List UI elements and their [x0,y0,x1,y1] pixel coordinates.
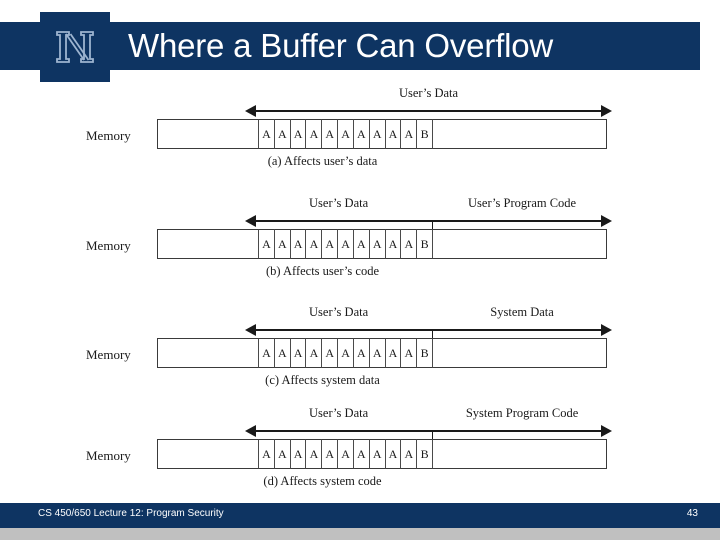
buffer-cell: A [368,229,386,259]
buffer-cell: B [416,119,434,149]
buffer-cell: A [352,338,370,368]
buffer-cell: A [321,119,339,149]
span-arrow-c [245,322,612,344]
region-label-c-0: User’s Data [309,305,369,319]
buffer-cell: A [258,439,275,469]
arrow-head-right-icon [601,425,612,437]
buffer-cell: A [305,338,323,368]
buffer-cell: A [321,338,339,368]
panel-caption-text: (b) Affects user’s code [265,264,380,278]
region-label-a-0: User’s Data [398,86,459,100]
buffer-cell: A [368,119,386,149]
buffer-cell: A [384,119,402,149]
memory-row-label-d: Memory [86,448,131,463]
span-arrow-b [245,213,612,235]
panel-caption-c: (c) Affects system data [0,373,720,388]
buffer-cell: A [400,119,418,149]
memory-row-label-a: Memory [86,128,131,143]
arrow-head-left-icon [245,105,256,117]
buffer-cell: A [368,338,386,368]
region-label-b-0: User’s Data [309,196,369,210]
panel-caption-d: (d) Affects system code [0,474,720,489]
panel-caption-text: (a) Affects user’s data [267,154,378,168]
buffer-cell: A [400,229,418,259]
buffer-cell: A [400,338,418,368]
buffer-cell: A [400,439,418,469]
region-divider-tick [432,221,434,235]
arrow-head-left-icon [245,215,256,227]
buffer-cell: A [368,439,386,469]
buffer-cell: A [384,439,402,469]
buffer-cell: A [321,229,339,259]
region-label-d-0: User’s Data [309,406,369,420]
memory-row-label-b: Memory [86,238,131,253]
panel-caption-text: (d) Affects system code [263,474,382,488]
buffer-cell: B [416,439,434,469]
buffer-cell: A [305,119,323,149]
buffer-cell: A [289,439,307,469]
region-divider-tick [432,330,434,344]
buffer-cell: A [337,338,355,368]
arrow-line [254,220,603,222]
buffer-cell: A [289,338,307,368]
memory-row-label-c: Memory [86,347,131,362]
arrow-head-right-icon [601,215,612,227]
buffer-cell: A [273,229,291,259]
buffer-cell: A [321,439,339,469]
buffer-cell: A [352,229,370,259]
buffer-cell: B [416,229,434,259]
span-arrow-d [245,423,612,445]
buffer-cell: A [337,229,355,259]
buffer-cell: A [352,119,370,149]
buffer-cell: A [258,338,275,368]
buffer-cell: A [384,338,402,368]
buffer-cell: B [416,338,434,368]
footer-lecture-label: CS 450/650 Lecture 12: Program Security [38,508,224,519]
panel-caption-a: (a) Affects user’s data [0,154,720,169]
buffer-cell: A [258,229,275,259]
region-label-c-1: System Data [490,305,554,319]
buffer-cell: A [305,229,323,259]
buffer-cell: A [305,439,323,469]
buffer-cell: A [273,119,291,149]
arrow-head-right-icon [601,105,612,117]
arrow-line [254,329,603,331]
buffer-cell: A [273,439,291,469]
arrow-line [254,110,603,112]
buffer-cell: A [273,338,291,368]
buffer-cell: A [352,439,370,469]
unr-block-n-logo-icon [40,12,110,82]
buffer-cell: A [337,439,355,469]
bottom-strip [0,528,720,540]
title-band [0,22,700,70]
buffer-cell: A [258,119,275,149]
region-label-d-1: System Program Code [465,406,579,420]
page-title: Where a Buffer Can Overflow [128,27,554,64]
arrow-head-right-icon [601,324,612,336]
footer-band [0,503,720,528]
arrow-line [254,430,603,432]
footer-page-number: 43 [686,508,698,519]
span-arrow-a [245,103,612,119]
region-divider-tick [432,431,434,445]
buffer-cell: A [289,229,307,259]
region-label-b-1: User’s Program Code [468,196,577,210]
buffer-cell: A [384,229,402,259]
panel-caption-b: (b) Affects user’s code [0,264,720,279]
buffer-cell: A [289,119,307,149]
panel-caption-text: (c) Affects system data [265,373,380,387]
arrow-head-left-icon [245,425,256,437]
buffer-cell: A [337,119,355,149]
arrow-head-left-icon [245,324,256,336]
